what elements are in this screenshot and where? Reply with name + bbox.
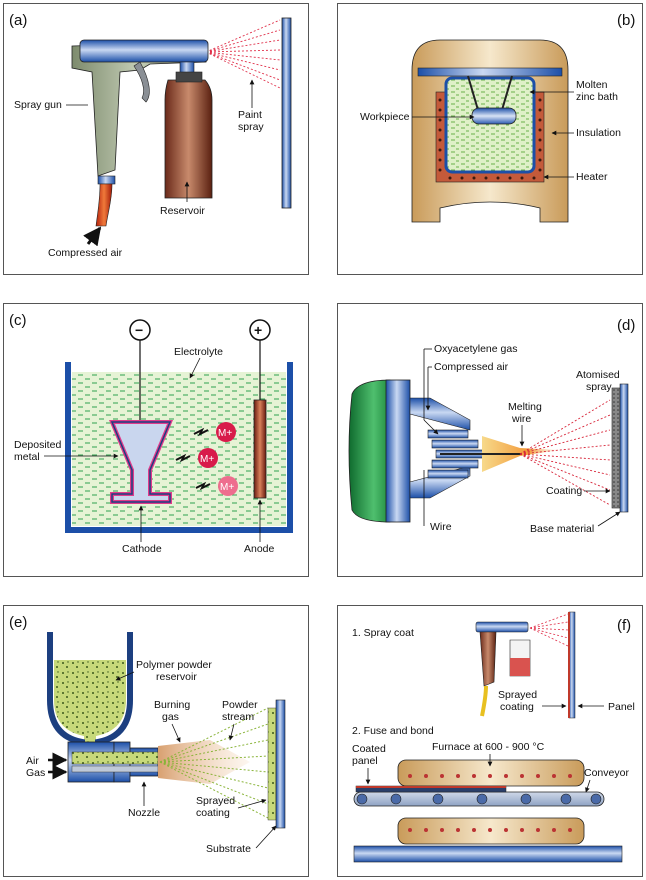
panel-f-drawing: (f) 1. Spray coat Sprayed coating Panel …: [352, 611, 635, 863]
label-polymer-1: Polymer powder: [136, 659, 212, 671]
label-coating-e: coating: [196, 807, 230, 819]
panel-c-tag: (c): [9, 312, 27, 329]
base-platform: [353, 845, 623, 863]
electrolyte: [72, 372, 286, 526]
label-reservoir: Reservoir: [160, 205, 205, 217]
furnace-top: [397, 759, 585, 787]
anode: [253, 399, 267, 499]
spray-gun-trigger: [133, 61, 150, 103]
label-paint: Paint: [238, 109, 262, 121]
label-substrate: Substrate: [206, 843, 251, 855]
target-plate: [281, 17, 292, 209]
label-powder: Powder: [222, 699, 258, 711]
panel-a-drawing: (a) Spray gun Paint spray Reservoir Comp…: [9, 12, 292, 259]
minus-symbol: −: [135, 322, 143, 338]
panel-f-tag: (f): [617, 617, 631, 634]
positive-terminal-icon: [249, 319, 271, 341]
panel-b-drawing: (b) Molten zinc bath Workpiece Insulatio…: [360, 12, 635, 223]
sprayed-coating: [267, 707, 277, 821]
lid: [417, 67, 563, 77]
label-compressed-air: Compressed air: [48, 247, 123, 259]
label-burning: Burning: [154, 699, 190, 711]
label-step-1: 1. Spray coat: [352, 627, 414, 639]
heater-dots: [438, 98, 542, 180]
panel-d-drawing: (d) Oxyacetylene gas Com: [348, 317, 635, 535]
panel-a-tag: (a): [9, 12, 27, 29]
plus-symbol: +: [254, 322, 262, 338]
label-base-material: Base material: [530, 523, 594, 535]
label-furnace: Furnace at 600 - 900 °C: [432, 741, 545, 753]
negative-terminal-icon: [129, 319, 151, 341]
panel-e: [3, 605, 309, 877]
powder-stream: [159, 707, 269, 819]
polymer-powder: [54, 660, 126, 744]
label-polymer-2: reservoir: [156, 671, 197, 683]
molten-zinc-bath: [444, 76, 536, 174]
label-coating-d: Coating: [546, 485, 582, 497]
label-spray-gun: Spray gun: [14, 99, 62, 111]
label-step-2: 2. Fuse and bond: [352, 725, 434, 737]
label-molten: Molten: [576, 79, 608, 91]
label-sprayed-f: Sprayed: [498, 689, 537, 701]
label-workpiece: Workpiece: [360, 111, 410, 123]
label-nozzle: Nozzle: [128, 807, 160, 819]
label-spray: spray: [238, 121, 264, 133]
ion-1: M+: [218, 428, 232, 439]
base-material: [619, 383, 629, 513]
panel-d-tag: (d): [617, 317, 635, 334]
conveyor-rollers: [356, 793, 602, 805]
workpiece: [471, 107, 517, 125]
paint-spray-cone: [205, 19, 281, 89]
label-spray-d: spray: [586, 381, 612, 393]
label-zinc-bath: zinc bath: [576, 91, 618, 103]
label-metal: metal: [14, 451, 40, 463]
label-compressed-air-d: Compressed air: [434, 361, 509, 373]
furnace-heaters: [408, 774, 572, 832]
label-air: Air: [26, 755, 39, 767]
coating: [611, 387, 621, 509]
small-spray: [529, 613, 569, 647]
label-panel-2: panel: [352, 755, 378, 767]
ion-3: M+: [220, 482, 234, 493]
label-electrolyte: Electrolyte: [174, 346, 223, 358]
label-heater: Heater: [576, 171, 608, 183]
compressed-air-hose: [95, 183, 113, 227]
label-cathode: Cathode: [122, 543, 162, 555]
label-insulation: Insulation: [576, 127, 621, 139]
label-conveyor: Conveyor: [584, 767, 629, 779]
label-panel: Panel: [608, 701, 635, 713]
label-stream: stream: [222, 711, 254, 723]
panel-c-drawing: (c) − + M+ M+ M+ Electrolyte Depos: [9, 312, 293, 555]
label-coating-f: coating: [500, 701, 534, 713]
gun-flange: [385, 379, 411, 523]
small-spray-gun: [475, 621, 529, 633]
substrate: [275, 699, 286, 829]
label-sprayed: Sprayed: [196, 795, 235, 807]
panel-e-tag: (e): [9, 614, 27, 631]
spray-gun-barrel: [79, 39, 209, 63]
label-melting: Melting: [508, 401, 542, 413]
label-anode: Anode: [244, 543, 275, 555]
gun-body: [348, 379, 391, 523]
label-wire-melting: wire: [511, 413, 531, 425]
reservoir: [164, 79, 213, 199]
panel-b-tag: (b): [617, 12, 635, 29]
label-atomised: Atomised: [576, 369, 620, 381]
label-gas: gas: [162, 711, 179, 723]
ion-2: M+: [200, 454, 214, 465]
label-wire: Wire: [430, 521, 452, 533]
label-oxyacetylene: Oxyacetylene gas: [434, 343, 517, 355]
panel-e-drawing: (e) Polymer powder reservoir Burning gas…: [9, 614, 286, 855]
label-coated: Coated: [352, 743, 386, 755]
burning-gas: [158, 740, 250, 784]
ions: M+ M+ M+: [175, 422, 238, 496]
atomised-spray: [519, 399, 611, 506]
label-deposited: Deposited: [14, 439, 61, 451]
tank: [65, 362, 293, 533]
label-gas-2: Gas: [26, 767, 45, 779]
